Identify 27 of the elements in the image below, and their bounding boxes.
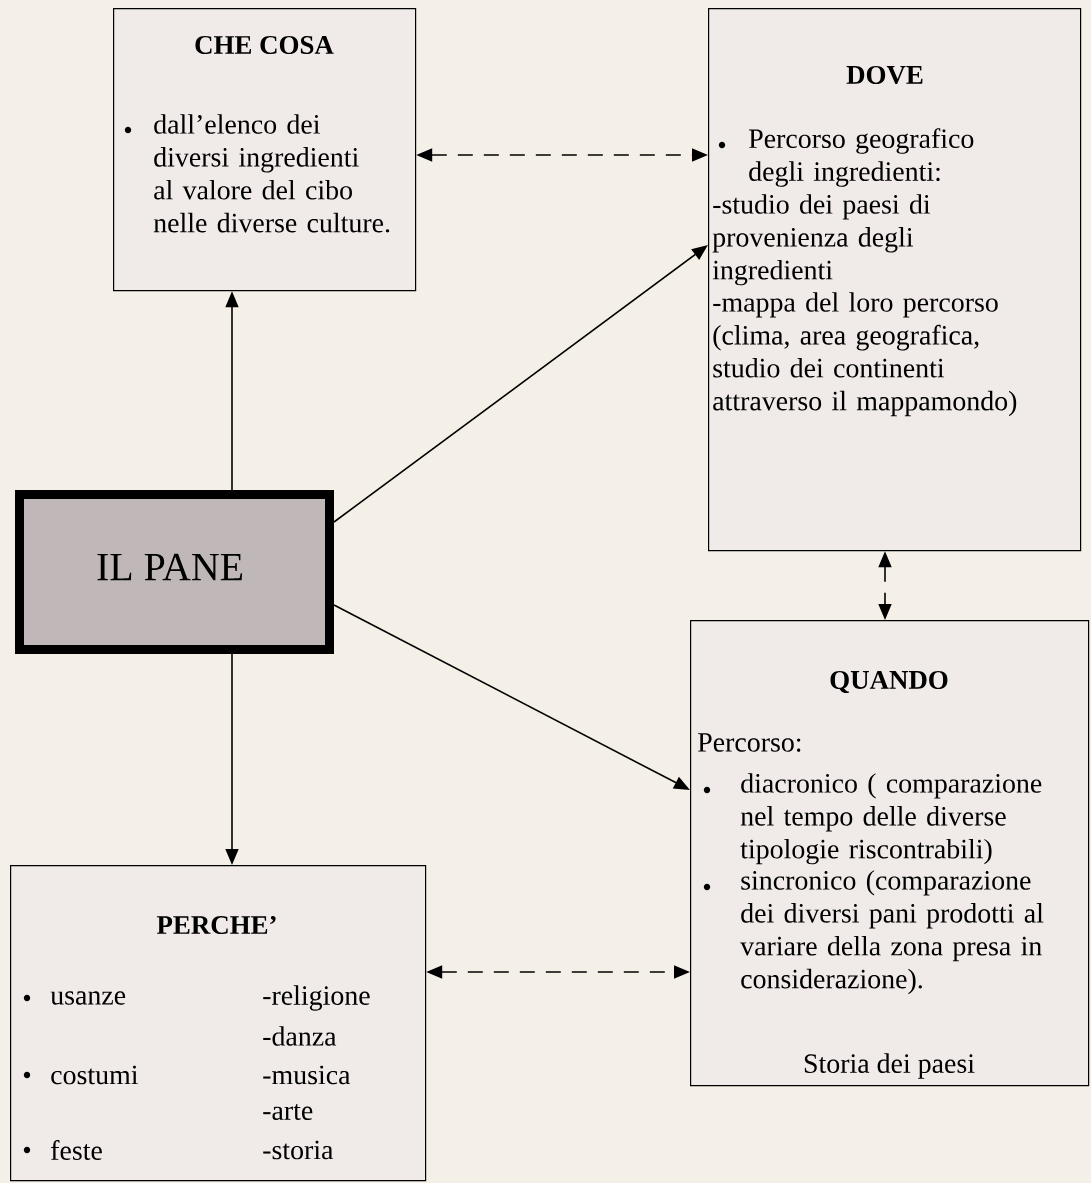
- bullet-item: diacronico ( comparazione nel tempo delle diverse tipologie riscontrabili): [703, 773, 1042, 865]
- arrow: [333, 245, 708, 523]
- bullet-item: sincronico (comparazione dei diversi pani prodotti al variare della zona presa in considerazione).: [703, 870, 1044, 995]
- bullet-item: feste: [23, 1140, 102, 1160]
- concept-box: [690, 620, 1090, 1087]
- bullet-item: usanze: [23, 991, 126, 1005]
- box-text: -musica: [263, 1065, 351, 1085]
- box-text: -mappa del loro percorso (clima, area geografica, studio dei continenti attraverso il mappamondo): [713, 292, 1017, 417]
- box-text: -danza: [263, 1026, 337, 1046]
- box-heading: QUANDO: [830, 670, 948, 694]
- bullet-item: dall’elenco dei diversi ingredienti al valore del cibo nelle diverse culture.: [124, 114, 390, 233]
- box-text: -storia: [263, 1140, 334, 1160]
- concept-box: [10, 865, 427, 1182]
- box-heading: DOVE: [846, 65, 923, 85]
- topic-label: IL PANE: [97, 553, 242, 581]
- box-heading: PERCHE’: [156, 915, 276, 935]
- box-text: Percorso:: [698, 733, 801, 752]
- box-text: -studio dei paesi di provenienza degli ingredienti: [712, 194, 931, 286]
- box-text: Storia dei paesi: [804, 1053, 975, 1079]
- box-text: -religione: [263, 985, 370, 1011]
- box-text: -arte: [263, 1104, 313, 1120]
- box-heading: CHE COSA: [195, 35, 334, 55]
- bullet-item: Percorso geografico degli ingredienti:: [718, 128, 974, 187]
- bullet-item: costumi: [23, 1065, 138, 1085]
- topic-box: [15, 490, 334, 654]
- concept-box: [708, 8, 1082, 552]
- concept-box: [113, 8, 417, 292]
